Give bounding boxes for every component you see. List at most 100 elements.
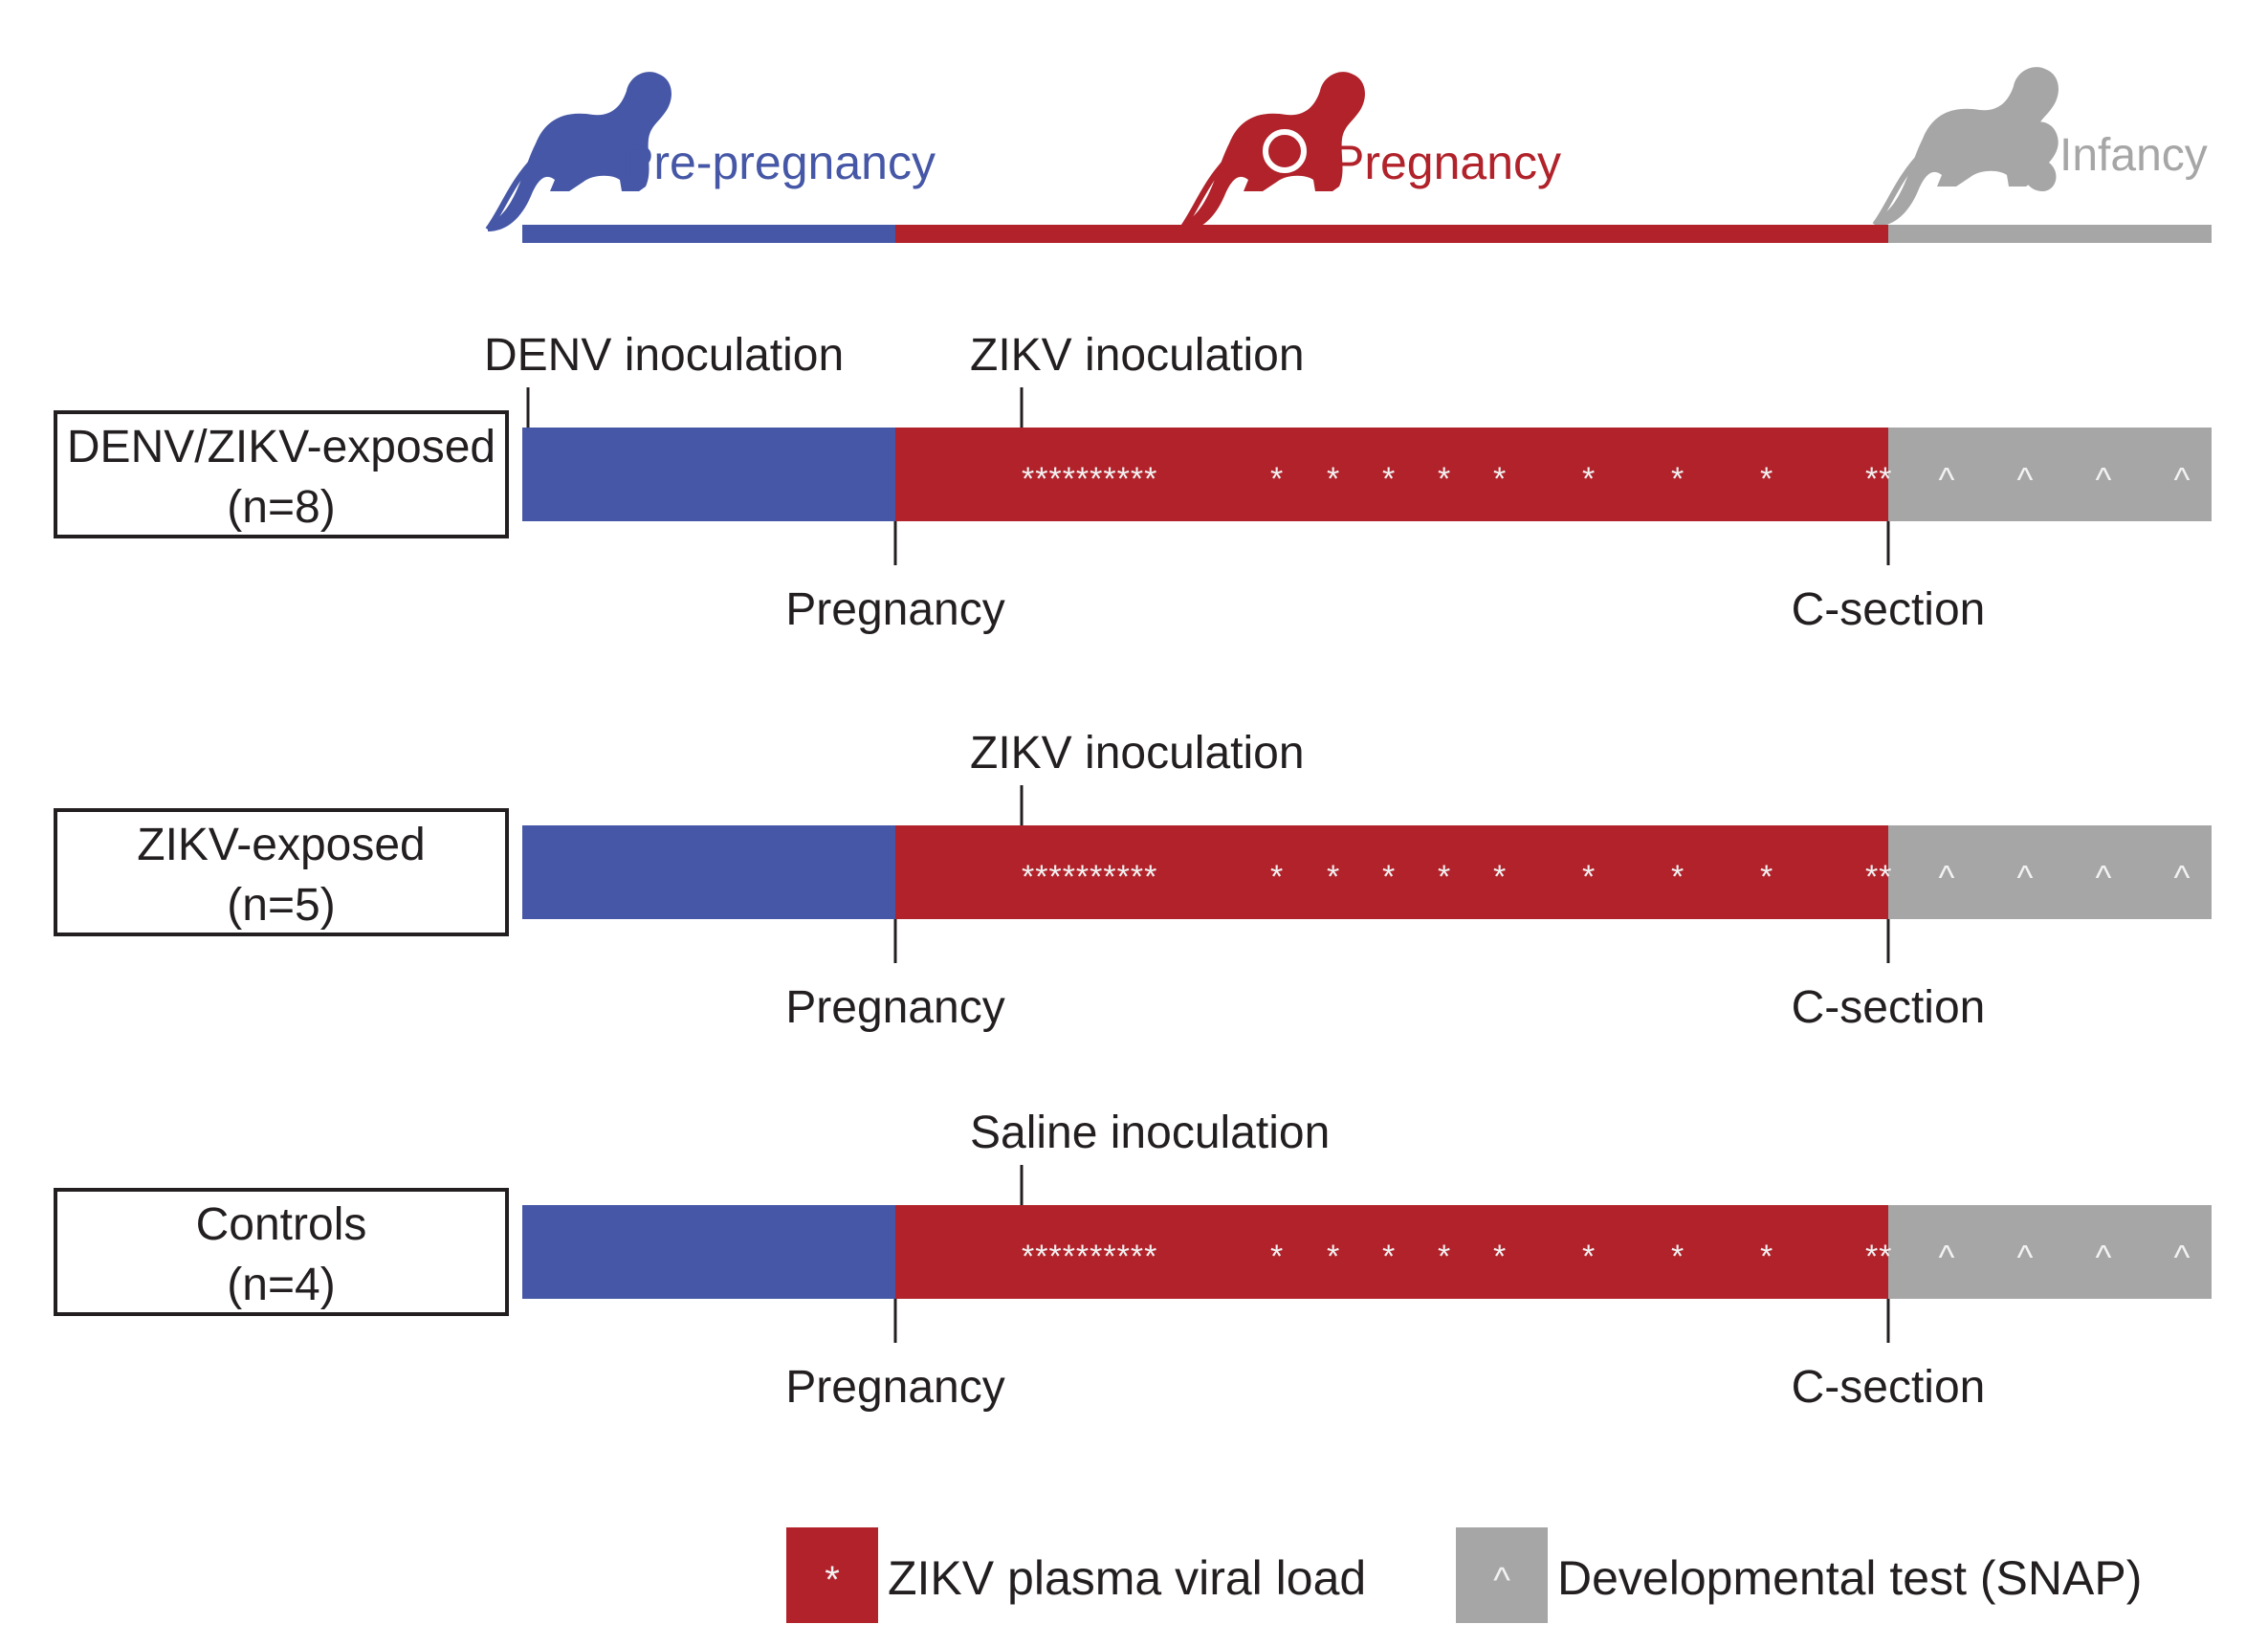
phase-header: Pre-pregnancy Pregnancy Infancy — [485, 67, 2212, 243]
bar-segment-infancy — [1888, 428, 2212, 521]
viral-load-marker: * — [1493, 461, 1507, 497]
monkey-body — [488, 72, 672, 231]
snap-test-marker: ^ — [1939, 460, 1955, 499]
event-label-below: C-section — [1792, 1362, 1986, 1413]
legend-swatch-viral-load — [786, 1527, 878, 1623]
group-row: Controls(n=4)********************^^^^Sal… — [54, 1108, 2212, 1413]
snap-test-marker: ^ — [2017, 858, 2034, 897]
viral-load-marker: * — [1760, 461, 1773, 497]
bar-segment-pregnancy — [895, 428, 1888, 521]
monkey-body — [1181, 72, 1365, 231]
group-n: (n=5) — [227, 880, 335, 931]
infant-shape — [2018, 121, 2059, 191]
bar-segment-pregnancy — [895, 825, 1888, 919]
viral-load-marker: ** — [1865, 461, 1892, 497]
snap-test-marker: ^ — [2017, 460, 2034, 499]
legend-item-snap: ^ Developmental test (SNAP) — [1456, 1527, 2142, 1623]
viral-load-marker: ********** — [1022, 1239, 1157, 1275]
group-name: ZIKV-exposed — [137, 820, 426, 870]
monkey-tail — [1178, 155, 1232, 231]
event-label-below: Pregnancy — [785, 982, 1004, 1033]
event-label-below: Pregnancy — [785, 584, 1004, 635]
phase-line-pre-pregnancy — [522, 225, 895, 243]
viral-load-marker: * — [1382, 1239, 1396, 1275]
monkey-icon — [485, 72, 672, 231]
legend-label-viral-load: ZIKV plasma viral load — [888, 1551, 1366, 1605]
viral-load-marker: ** — [1865, 1239, 1892, 1275]
group-n: (n=4) — [227, 1260, 335, 1310]
snap-test-marker: ^ — [1939, 1238, 1955, 1277]
pregnant-monkey-icon — [1178, 72, 1365, 231]
viral-load-marker: * — [1493, 859, 1507, 895]
legend: * ZIKV plasma viral load ^ Developmental… — [786, 1527, 2142, 1623]
viral-load-marker: * — [1438, 1239, 1451, 1275]
phase-label-infancy: Infancy — [2059, 130, 2208, 181]
monkey-tail — [485, 155, 539, 231]
viral-load-marker: * — [1382, 461, 1396, 497]
viral-load-marker: * — [1270, 859, 1284, 895]
event-label-below: C-section — [1792, 584, 1986, 635]
bar-segment-pre-pregnancy — [522, 1205, 895, 1299]
snap-test-marker: ^ — [2017, 1238, 2034, 1277]
viral-load-marker: * — [1671, 1239, 1684, 1275]
viral-load-marker: * — [1438, 461, 1451, 497]
phase-line-pregnancy — [895, 225, 1888, 243]
legend-symbol-snap: ^ — [1493, 1561, 1510, 1601]
bar-segment-pre-pregnancy — [522, 428, 895, 521]
group-rows: DENV/ZIKV-exposed(n=8)******************… — [54, 330, 2212, 1413]
snap-test-marker: ^ — [2096, 858, 2112, 897]
viral-load-marker: * — [1438, 859, 1451, 895]
viral-load-marker: * — [1270, 461, 1284, 497]
snap-test-marker: ^ — [1939, 858, 1955, 897]
viral-load-marker: * — [1760, 1239, 1773, 1275]
viral-load-marker: * — [1327, 1239, 1340, 1275]
viral-load-marker: * — [1582, 461, 1596, 497]
event-label-above: ZIKV inoculation — [970, 330, 1305, 381]
group-label-box — [54, 410, 509, 538]
bar-segment-infancy — [1888, 825, 2212, 919]
group-name: Controls — [196, 1199, 367, 1250]
viral-load-marker: * — [1582, 859, 1596, 895]
viral-load-marker: * — [1327, 461, 1340, 497]
event-label-below: Pregnancy — [785, 1362, 1004, 1413]
group-label-box — [54, 808, 509, 936]
phase-label-pre-pregnancy: Pre-pregnancy — [622, 136, 936, 189]
bar-segment-pregnancy — [895, 1205, 1888, 1299]
monkey-with-infant-icon — [1872, 67, 2059, 227]
viral-load-marker: * — [1671, 461, 1684, 497]
event-label-below: C-section — [1792, 982, 1986, 1033]
snap-test-marker: ^ — [2096, 1238, 2112, 1277]
monkey-tail — [1872, 150, 1926, 227]
fetus-circle — [1263, 129, 1307, 173]
bar-segment-infancy — [1888, 1205, 2212, 1299]
snap-test-marker: ^ — [2174, 858, 2191, 897]
group-label-box — [54, 1188, 509, 1316]
event-label-above: Saline inoculation — [970, 1108, 1330, 1158]
viral-load-marker: * — [1582, 1239, 1596, 1275]
snap-test-marker: ^ — [2174, 1238, 2191, 1277]
group-row: ZIKV-exposed(n=5)********************^^^… — [54, 728, 2212, 1033]
group-n: (n=8) — [227, 482, 335, 533]
legend-label-snap: Developmental test (SNAP) — [1557, 1551, 2142, 1605]
phase-label-pregnancy: Pregnancy — [1332, 136, 1561, 189]
viral-load-marker: * — [1760, 859, 1773, 895]
viral-load-marker: ********** — [1022, 461, 1157, 497]
bar-segment-pre-pregnancy — [522, 825, 895, 919]
viral-load-marker: * — [1270, 1239, 1284, 1275]
group-name: DENV/ZIKV-exposed — [67, 422, 495, 472]
legend-swatch-snap — [1456, 1527, 1548, 1623]
group-row: DENV/ZIKV-exposed(n=8)******************… — [54, 330, 2212, 635]
monkey-body — [1875, 67, 2059, 227]
phase-line-infancy — [1888, 225, 2212, 243]
legend-item-viral-load: * ZIKV plasma viral load — [786, 1527, 1366, 1623]
event-label-above: ZIKV inoculation — [970, 728, 1305, 779]
legend-symbol-viral-load: * — [825, 1559, 840, 1601]
viral-load-marker: * — [1493, 1239, 1507, 1275]
snap-test-marker: ^ — [2096, 460, 2112, 499]
viral-load-marker: * — [1671, 859, 1684, 895]
viral-load-marker: * — [1382, 859, 1396, 895]
viral-load-marker: ** — [1865, 859, 1892, 895]
snap-test-marker: ^ — [2174, 460, 2191, 499]
